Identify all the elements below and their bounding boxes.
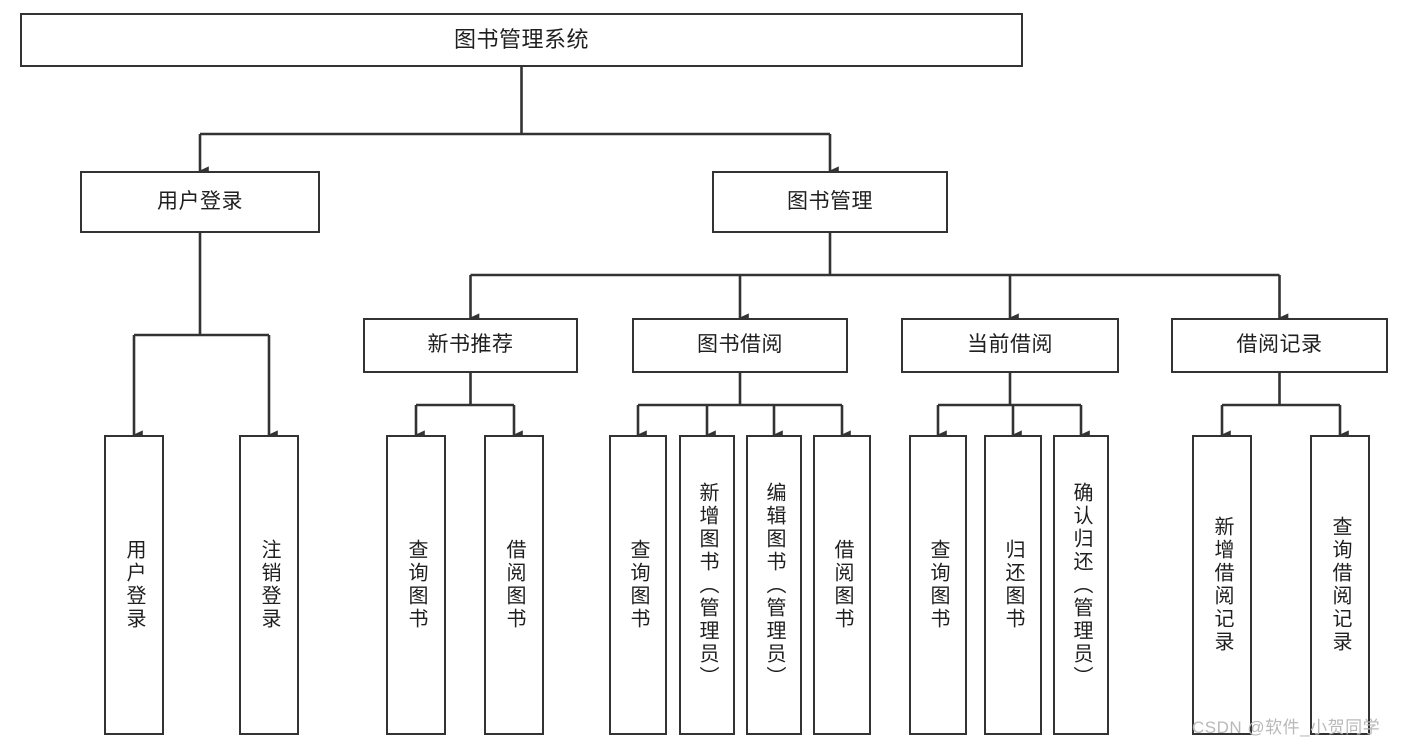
node-label: 编辑图书（管理员）	[763, 481, 785, 689]
node-label: 新增借阅记录	[1211, 516, 1233, 654]
node-label: 新增图书（管理员）	[696, 481, 718, 689]
node-current-borrow[interactable]: 当前借阅	[901, 318, 1119, 373]
leaf-confirm-return-admin[interactable]: 确认归还（管理员）	[1053, 435, 1109, 735]
leaf-query-book-recommend[interactable]: 查询图书	[386, 435, 446, 735]
watermark: CSDN @软件_小贺同学	[1192, 718, 1381, 737]
node-user-login[interactable]: 用户登录	[80, 171, 320, 233]
node-label: 图书管理	[787, 189, 873, 213]
leaf-user-login[interactable]: 用户登录	[104, 435, 164, 735]
node-label: 当前借阅	[967, 333, 1053, 357]
node-root[interactable]: 图书管理系统	[20, 13, 1023, 67]
node-label: 借阅记录	[1236, 333, 1323, 357]
node-label: 用户登录	[123, 539, 145, 631]
node-label: 借阅图书	[831, 539, 853, 631]
leaf-query-book-borrow[interactable]: 查询图书	[609, 435, 667, 735]
leaf-add-book-admin[interactable]: 新增图书（管理员）	[679, 435, 735, 735]
node-label: 图书管理系统	[453, 27, 589, 53]
node-label: 图书借阅	[697, 333, 783, 357]
node-label: 新书推荐	[427, 333, 514, 357]
node-label: 归还图书	[1002, 539, 1024, 631]
node-label: 查询借阅记录	[1329, 516, 1351, 654]
node-label: 查询图书	[627, 539, 649, 631]
leaf-query-book-current[interactable]: 查询图书	[909, 435, 967, 735]
node-book-borrow[interactable]: 图书借阅	[632, 318, 848, 373]
leaf-logout[interactable]: 注销登录	[239, 435, 299, 735]
node-borrow-record[interactable]: 借阅记录	[1171, 318, 1388, 373]
node-new-book-recommend[interactable]: 新书推荐	[363, 318, 578, 373]
leaf-add-borrow-record[interactable]: 新增借阅记录	[1192, 435, 1252, 735]
node-book-manage[interactable]: 图书管理	[712, 171, 948, 233]
leaf-borrow-book-recommend[interactable]: 借阅图书	[484, 435, 544, 735]
leaf-query-borrow-record[interactable]: 查询借阅记录	[1310, 435, 1370, 735]
node-label: 查询图书	[927, 539, 949, 631]
leaf-return-book[interactable]: 归还图书	[984, 435, 1042, 735]
node-label: 借阅图书	[503, 539, 525, 631]
leaf-borrow-book[interactable]: 借阅图书	[813, 435, 871, 735]
node-label: 查询图书	[405, 539, 427, 631]
node-label: 确认归还（管理员）	[1070, 481, 1092, 689]
leaf-edit-book-admin[interactable]: 编辑图书（管理员）	[746, 435, 802, 735]
node-label: 注销登录	[258, 539, 280, 631]
node-label: 用户登录	[157, 189, 243, 213]
